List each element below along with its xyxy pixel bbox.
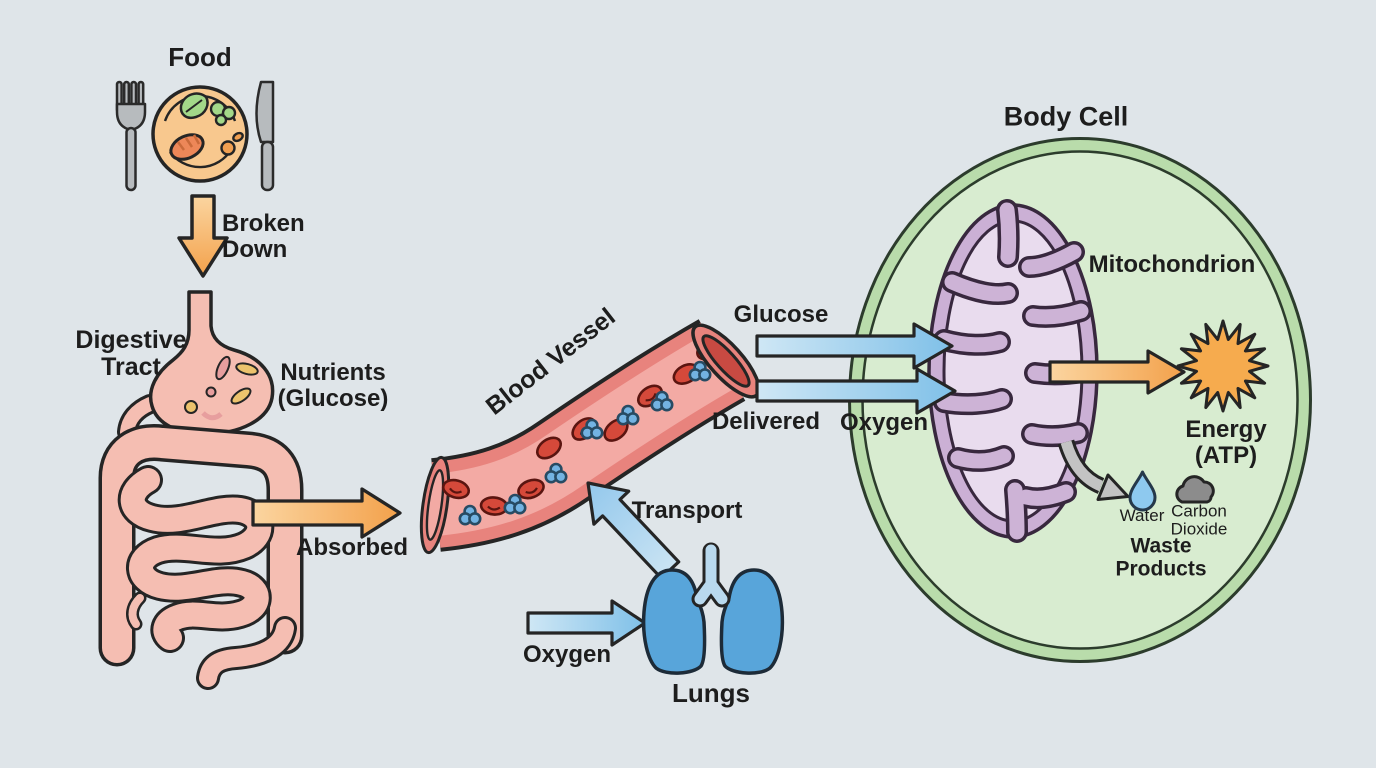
lungs-label: Lungs <box>672 677 750 708</box>
oxygen-inhaled-label: Oxygen <box>522 641 612 669</box>
knife-icon <box>255 80 275 192</box>
vessel-cut-end <box>419 455 451 555</box>
body-cell-label: Body Cell <box>1003 101 1129 132</box>
glucose-label: Glucose <box>733 301 829 329</box>
waste-products-label: Waste Products <box>1115 534 1207 580</box>
glucose-arrow <box>755 322 954 370</box>
broken-down-arrow <box>177 194 229 278</box>
broken-down-label: Broken Down <box>222 210 305 263</box>
lungs-icon <box>641 542 785 675</box>
digestive-tract-label: Digestive Tract <box>75 326 187 381</box>
digestive-tract <box>98 290 304 690</box>
cristae <box>933 199 1093 543</box>
transport-arrow <box>586 481 681 580</box>
right-lung <box>719 568 785 675</box>
co2-cloud-icon <box>1175 475 1215 504</box>
energy-label: Energy (ATP) <box>1185 416 1267 469</box>
glucose-molecules <box>458 360 712 526</box>
food-items <box>169 92 244 161</box>
transport-label: Transport <box>631 497 743 525</box>
water-droplet-icon <box>1128 470 1157 512</box>
vessel-opening <box>691 323 761 399</box>
nutrients-label: Nutrients (Glucose) <box>277 359 389 412</box>
oxygen-delivered-label: Oxygen <box>839 409 929 437</box>
stomach-contents <box>184 355 259 421</box>
oxygen-arrow <box>755 367 957 415</box>
oxygen-inhale-arrow <box>526 599 647 647</box>
mitochondrion-label: Mitochondrion <box>1088 251 1256 279</box>
carbon-dioxide-label: Carbon Dioxide <box>1170 501 1228 539</box>
food-label: Food <box>168 41 232 72</box>
left-lung <box>641 568 707 675</box>
food-plate-icon <box>151 85 249 183</box>
energy-arrow <box>1048 349 1186 395</box>
waste-arrow <box>1057 439 1130 501</box>
water-label: Water <box>1119 505 1165 525</box>
delivered-label: Delivered <box>711 408 821 436</box>
mitochondrion-icon <box>927 199 1099 543</box>
blood-vessel <box>419 319 761 555</box>
energy-starburst-icon <box>1176 319 1270 413</box>
absorbed-label: Absorbed <box>295 534 409 562</box>
fork-icon <box>115 80 147 192</box>
absorbed-arrow <box>251 487 402 539</box>
